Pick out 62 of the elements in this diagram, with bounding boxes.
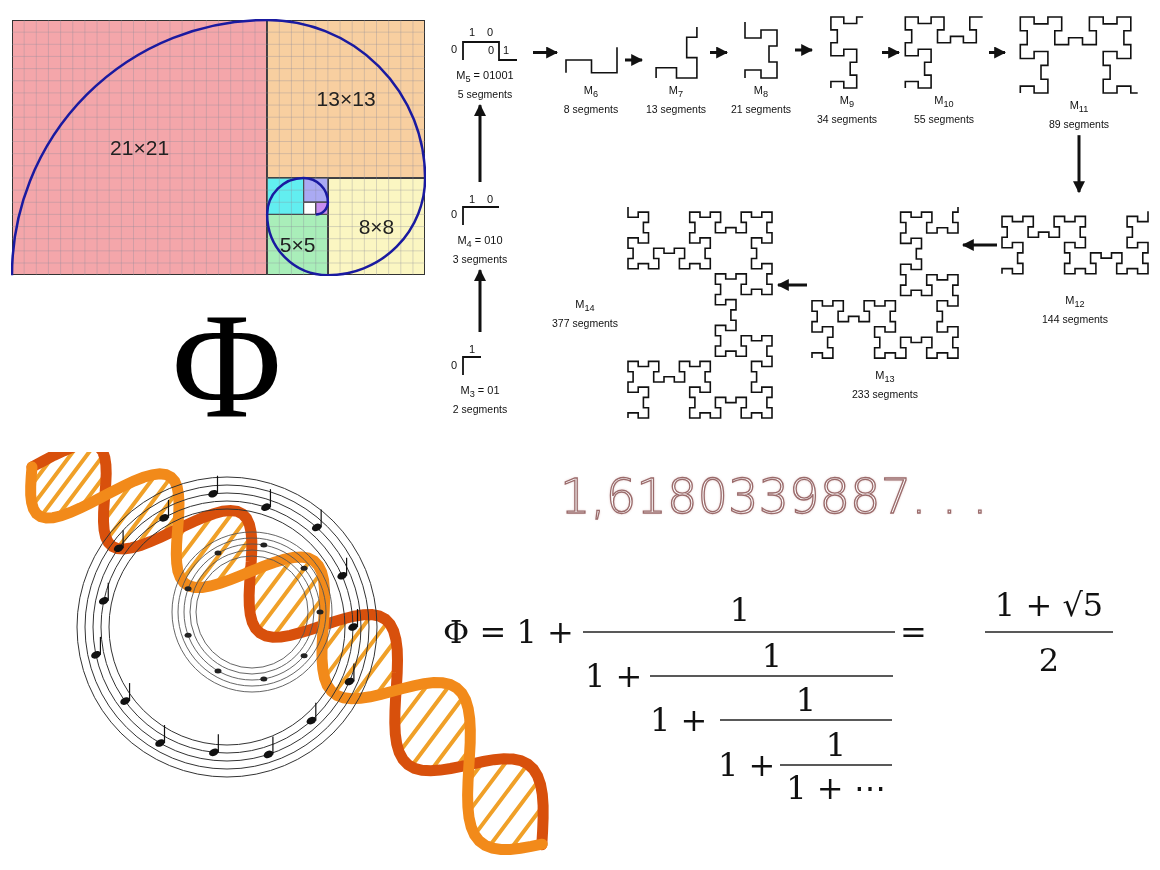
stage-label: M$_{9}$	[839, 94, 855, 110]
arrow	[961, 239, 997, 251]
formula-term: 1	[761, 636, 783, 676]
arrow	[474, 269, 486, 332]
stage-label: M$_{12}$	[1065, 294, 1085, 310]
stage-label: M$_{4}$ = 010	[457, 234, 503, 250]
formula-term: 1	[825, 725, 847, 765]
stage-label: M$_{5}$ = 01001	[456, 69, 514, 85]
arrow	[710, 46, 729, 59]
fibonacci-square	[267, 214, 328, 276]
square-label: 13×13	[316, 86, 376, 111]
segment-count: 5 segments	[457, 88, 513, 101]
arrow	[533, 46, 559, 59]
stage-label: M$_{8}$	[753, 84, 769, 100]
formula-term: 1 + √5	[994, 585, 1104, 625]
segment-count: 13 segments	[645, 103, 707, 116]
stage-label: M$_{13}$	[875, 369, 895, 385]
stage-label: M$_{11}$	[1069, 99, 1089, 115]
square-label: 8×8	[358, 214, 395, 239]
formula-term: 1 +	[718, 745, 776, 785]
segment-count: 377 segments	[552, 317, 618, 330]
segment-count: 55 segments	[913, 113, 975, 126]
golden-ratio-value: 1,6180339887. . .	[560, 468, 988, 524]
formula-term: 1	[795, 680, 817, 720]
stage-label: M$_{10}$	[934, 94, 954, 110]
square-label: 21×21	[110, 135, 170, 160]
square-label: 5×5	[279, 232, 316, 257]
fibonacci-square	[12, 20, 268, 276]
formula-term: 1	[729, 590, 751, 630]
segment-count: 3 segments	[452, 253, 508, 266]
fibonacci-square	[327, 177, 426, 276]
segment-count: 34 segments	[816, 113, 878, 126]
arrow	[989, 46, 1007, 59]
stage-label: M$_{6}$	[583, 84, 599, 100]
formula-term: 1 + ⋯	[786, 768, 886, 808]
stage-label: M$_{7}$	[668, 84, 684, 100]
phi-symbol: Φ	[172, 290, 282, 440]
formula-term: 1 +	[650, 700, 708, 740]
arrow	[474, 104, 486, 182]
bit-label: 1	[503, 44, 510, 56]
segment-count: 233 segments	[852, 388, 918, 401]
formula-term: 2	[1038, 640, 1060, 680]
stage-label: M$_{14}$	[575, 297, 595, 314]
segment-count: 8 segments	[563, 103, 619, 116]
segment-count: 2 segments	[452, 403, 508, 416]
bit-label: 0	[488, 44, 495, 56]
formula-term: 1 +	[585, 656, 643, 696]
formula-term: Φ = 1 +	[443, 612, 574, 652]
stage-label: M$_{3}$ = 01	[460, 384, 500, 400]
segment-count: 21 segments	[730, 103, 792, 116]
bit-label: 0	[451, 43, 458, 55]
fibonacci-square	[267, 20, 426, 178]
bit-label: 0	[451, 359, 458, 371]
arrow	[625, 54, 644, 66]
arrow	[1073, 135, 1085, 194]
segment-count: 144 segments	[1042, 313, 1108, 326]
bit-label: 0	[451, 208, 458, 220]
arrow	[795, 44, 814, 56]
arrow	[776, 279, 807, 291]
arrow	[882, 46, 901, 59]
segment-count: 89 segments	[1048, 118, 1110, 131]
formula-term: =	[900, 612, 927, 652]
